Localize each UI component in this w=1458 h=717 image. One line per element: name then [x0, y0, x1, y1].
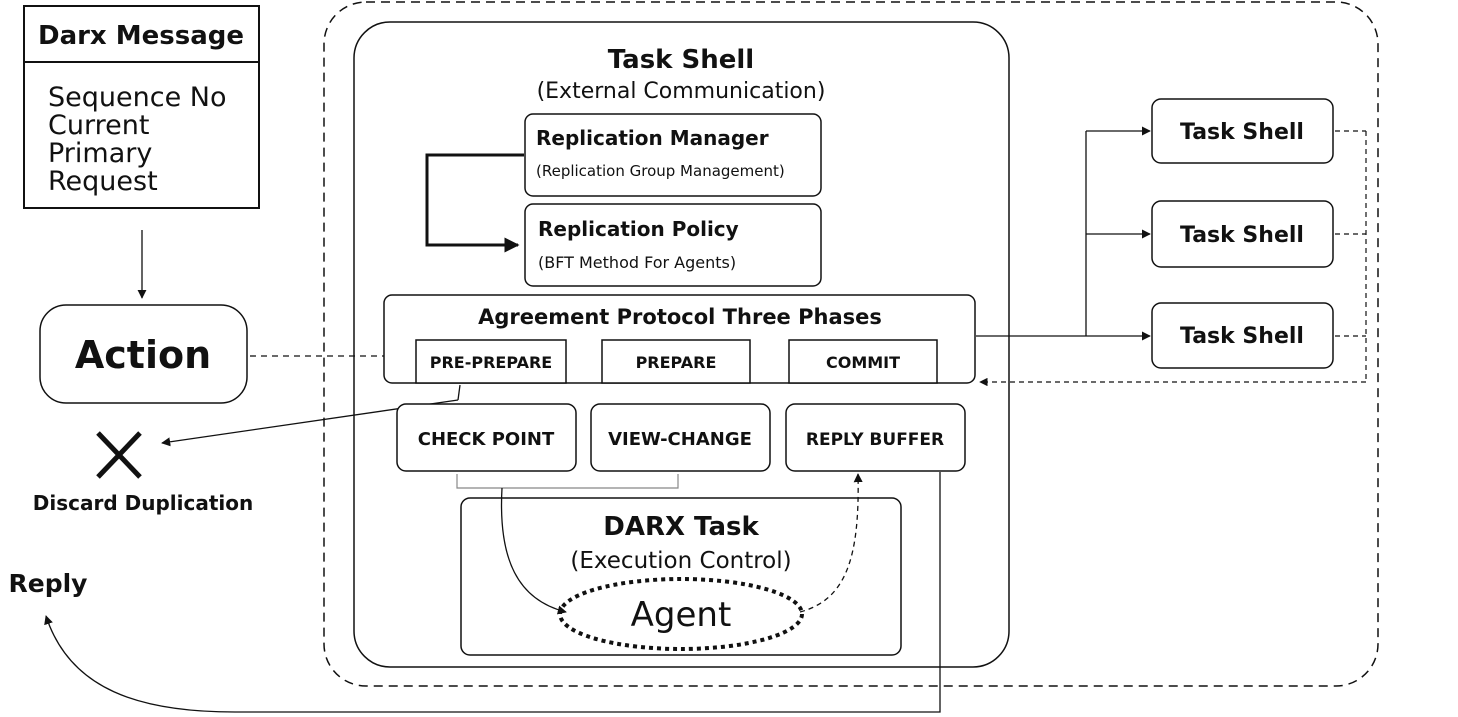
remote-task-shell-2-label: Task Shell: [1180, 223, 1304, 248]
checkpoint-label: CHECK POINT: [418, 429, 555, 450]
discard-icon: [96, 431, 142, 479]
message-field-current: Current: [48, 110, 149, 141]
replication-policy-box: Replication Policy (BFT Method For Agent…: [524, 203, 822, 287]
task-shell-subtitle: (External Communication): [537, 79, 826, 104]
agent-ellipse: [558, 577, 804, 651]
darx-task-title: DARX Task: [603, 512, 759, 542]
remote-task-shell-1-label: Task Shell: [1180, 120, 1304, 145]
darx-message-title: Darx Message: [38, 21, 244, 51]
phase-pre-prepare: [415, 339, 567, 384]
reply-buffer-box: REPLY BUFFER: [785, 403, 966, 472]
message-field-primary: Primary: [48, 138, 152, 169]
message-field-sequence-no: Sequence No: [48, 82, 226, 113]
replication-manager-subtitle: (Replication Group Management): [536, 162, 785, 180]
agreement-protocol-box: Agreement Protocol Three Phases PRE-PREP…: [383, 294, 976, 384]
phase-pre-prepare-label: PRE-PREPARE: [430, 353, 552, 372]
darx-task-subtitle: (Execution Control): [570, 548, 791, 574]
replication-manager-title: Replication Manager: [536, 126, 769, 150]
phase-prepare: [601, 339, 751, 384]
remote-task-shell-1: Task Shell: [1151, 98, 1334, 164]
action-label: Action: [75, 333, 211, 377]
replication-group-boundary: [323, 1, 1379, 687]
darx-task-box: DARX Task (Execution Control) Agent: [460, 497, 902, 656]
darx-message-box: Darx Message Sequence No Current Primary…: [23, 5, 260, 209]
checkpoint-viewchange-bracket: [456, 474, 679, 489]
replication-policy-title: Replication Policy: [538, 217, 739, 241]
message-field-request: Request: [48, 166, 158, 197]
replication-policy-subtitle: (BFT Method For Agents): [538, 253, 736, 272]
view-change-box: VIEW-CHANGE: [590, 403, 771, 472]
agreement-protocol-title: Agreement Protocol Three Phases: [478, 305, 882, 329]
action-box: Action: [39, 304, 248, 404]
task-shell-title: Task Shell: [608, 45, 754, 75]
manager-to-policy-arrow: [425, 153, 524, 253]
checkpoint-to-agent-arrow: [500, 487, 567, 615]
phase-commit: [788, 339, 938, 384]
replication-manager-box: Replication Manager (Replication Group M…: [524, 113, 822, 197]
phase-commit-label: COMMIT: [826, 353, 900, 372]
discard-duplication-label: Discard Duplication: [33, 491, 253, 515]
preprepare-to-discard-arrow: [457, 384, 461, 401]
phase-prepare-label: PREPARE: [636, 353, 717, 372]
checkpoint-box: CHECK POINT: [396, 403, 577, 472]
task-shell-container: [353, 21, 1010, 668]
view-change-label: VIEW-CHANGE: [608, 429, 752, 450]
agent-to-reply-buffer-arrow: [799, 473, 863, 613]
remote-task-shell-2: Task Shell: [1151, 200, 1334, 268]
reply-buffer-label: REPLY BUFFER: [806, 430, 944, 450]
remote-task-shell-3: Task Shell: [1151, 302, 1334, 369]
reply-return-arrow: [44, 472, 941, 713]
agent-label: Agent: [631, 595, 732, 635]
reply-label: Reply: [9, 569, 88, 598]
remote-return-path: [979, 130, 1367, 387]
remote-task-shell-3-label: Task Shell: [1180, 324, 1304, 349]
